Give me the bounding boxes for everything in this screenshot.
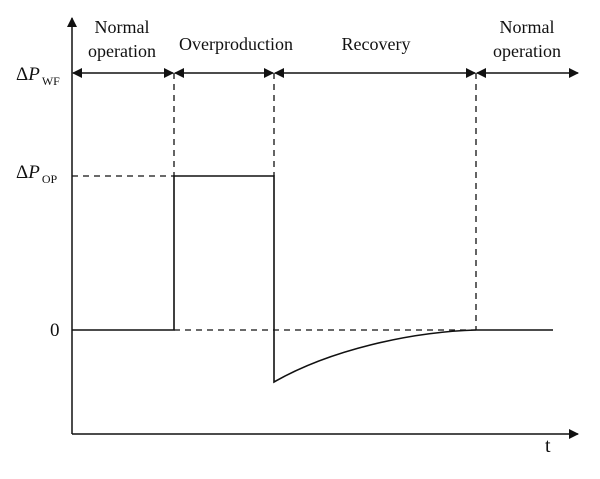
phase-label-recovery: Recovery — [342, 34, 411, 54]
phase-label-normal-2-line2: operation — [493, 41, 561, 61]
y-label-zero: 0 — [50, 320, 60, 341]
x-axis-label: t — [545, 435, 551, 457]
phase-label-normal-1-line1: Normal — [95, 17, 150, 37]
phase-label-normal-1-line2: operation — [88, 41, 156, 61]
signal-trace — [72, 175, 553, 384]
phase-label-normal-2-line1: Normal — [500, 17, 555, 37]
phase-label-overproduction: Overproduction — [179, 34, 293, 54]
